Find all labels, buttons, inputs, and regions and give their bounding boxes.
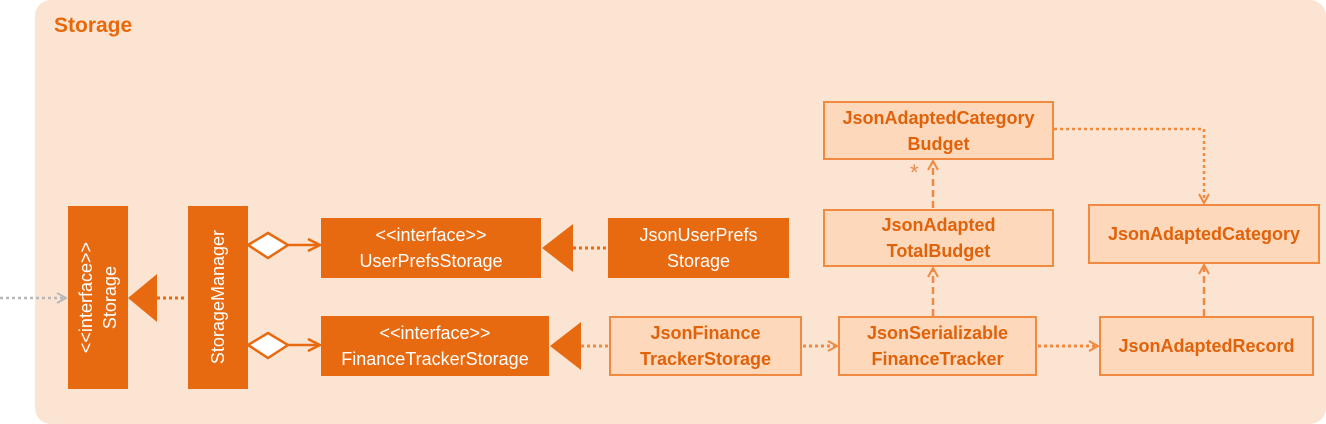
json-finance-tracker-storage-line1: JsonFinance: [650, 323, 761, 343]
storage-stereotype: <<interface>>: [76, 241, 96, 354]
user-prefs-realization-triangle: [542, 224, 573, 272]
user-prefs-aggregation-diamond: [245, 231, 291, 260]
json-user-prefs-storage-line1: JsonUserPrefs: [639, 225, 758, 245]
user-prefs-storage-name: UserPrefsStorage: [359, 251, 503, 271]
user-prefs-storage-box: <<interface>> UserPrefsStorage: [321, 218, 541, 278]
storage-name: Storage: [100, 265, 120, 330]
json-adapted-total-budget-line1: JsonAdapted: [881, 215, 996, 235]
json-finance-tracker-storage-line2: TrackerStorage: [639, 349, 772, 369]
json-serializable-finance-tracker-line1: JsonSerializable: [866, 323, 1009, 343]
json-adapted-total-budget-box: JsonAdapted TotalBudget: [823, 209, 1054, 267]
finance-tracker-storage-stereotype: <<interface>>: [379, 323, 491, 343]
json-finance-tracker-storage-box: JsonFinance TrackerStorage: [609, 316, 802, 376]
json-adapted-record-box: JsonAdaptedRecord: [1099, 316, 1314, 376]
json-user-prefs-storage-box: JsonUserPrefs Storage: [608, 218, 789, 278]
multiplicity-label: *: [910, 160, 919, 185]
json-serializable-finance-tracker-box: JsonSerializable FinanceTracker: [838, 316, 1037, 376]
package-title: Storage: [54, 14, 133, 37]
storage-manager-name: StorageManager: [208, 230, 228, 365]
storage-interface-box: <<interface>> Storage: [68, 206, 128, 389]
json-adapted-total-budget-line2: TotalBudget: [886, 241, 991, 261]
finance-tracker-storage-name: FinanceTrackerStorage: [341, 349, 529, 369]
json-adapted-category-name: JsonAdaptedCategory: [1107, 224, 1301, 244]
category-budget-to-category-arrow: [1054, 127, 1204, 203]
finance-tracker-storage-box: <<interface>> FinanceTrackerStorage: [321, 316, 549, 376]
json-user-prefs-storage-line2: Storage: [666, 251, 731, 271]
json-adapted-record-name: JsonAdaptedRecord: [1118, 336, 1295, 356]
storage-manager-box: StorageManager: [188, 206, 248, 389]
json-adapted-category-budget-box: JsonAdaptedCategory Budget: [823, 101, 1054, 160]
json-adapted-category-box: JsonAdaptedCategory: [1088, 204, 1320, 264]
json-adapted-category-budget-line1: JsonAdaptedCategory: [842, 107, 1035, 128]
storage-realization-triangle: [128, 274, 157, 322]
json-adapted-category-budget-line2: Budget: [907, 133, 970, 154]
user-prefs-storage-stereotype: <<interface>>: [375, 225, 487, 245]
finance-tracker-realization-triangle: [550, 322, 581, 370]
json-serializable-finance-tracker-line2: FinanceTracker: [871, 349, 1004, 369]
finance-tracker-aggregation-diamond: [245, 331, 291, 360]
